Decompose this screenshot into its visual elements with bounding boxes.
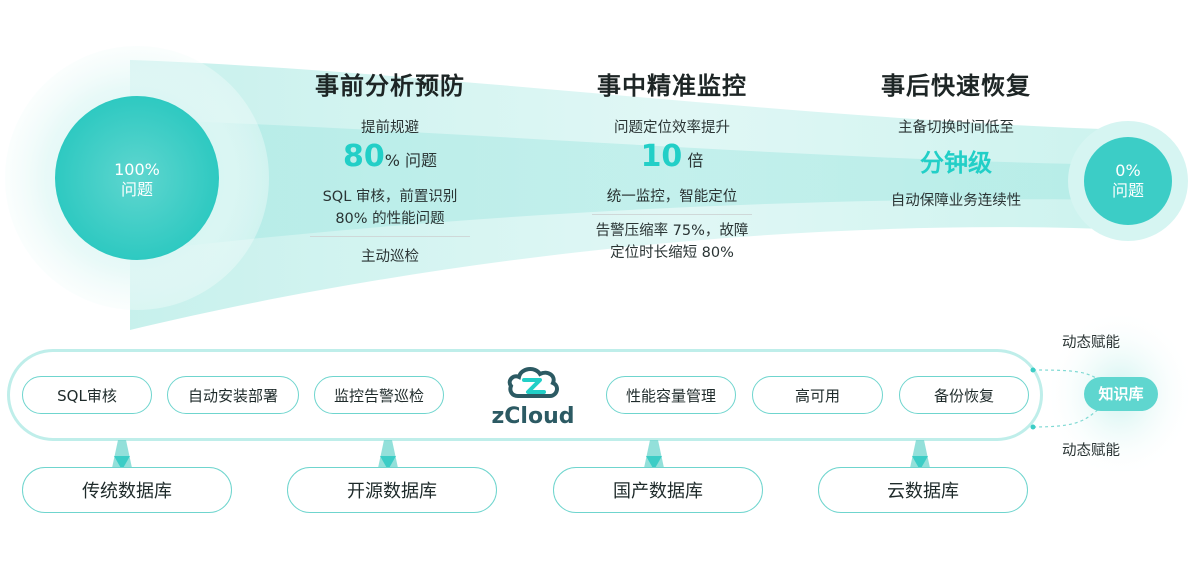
column-title: 事后快速恢复 bbox=[881, 72, 1031, 100]
db-cloud[interactable]: 云数据库 bbox=[818, 467, 1028, 513]
column-desc-line: 主动巡检 bbox=[361, 249, 419, 265]
left-circle-percent: 100% bbox=[114, 160, 160, 179]
knowledge-top-label: 动态赋能 bbox=[1062, 335, 1120, 351]
column-desc-line: 告警压缩率 75%，故障 bbox=[595, 223, 749, 239]
column-subtitle: 问题定位效率提升 bbox=[614, 120, 730, 136]
column-desc-line: 定位时长缩短 80% bbox=[610, 245, 734, 261]
right-circle-label: 问题 bbox=[1111, 181, 1144, 200]
column-subtitle: 主备切换时间低至 bbox=[898, 120, 1014, 136]
left-circle-label: 问题 bbox=[120, 180, 153, 199]
module-performance[interactable]: 性能容量管理 bbox=[606, 376, 736, 414]
highlight-number: 10 bbox=[640, 139, 683, 174]
column-monitoring: 事中精准监控 问题定位效率提升 10 倍 统一监控，智能定位 告警压缩率 75%… bbox=[572, 66, 772, 264]
column-highlight: 10 倍 bbox=[572, 139, 772, 174]
column-prevention: 事前分析预防 提前规避 80% 问题 SQL 审核，前置识别 80% 的性能问题… bbox=[290, 66, 490, 268]
zcloud-logo-text: zCloud bbox=[491, 404, 575, 429]
db-domestic[interactable]: 国产数据库 bbox=[553, 467, 763, 513]
column-desc-line: 80% 的性能问题 bbox=[335, 211, 445, 227]
column-desc-line: 统一监控，智能定位 bbox=[606, 189, 738, 205]
knowledge-base-badge[interactable]: 知识库 bbox=[1084, 377, 1158, 411]
column-title: 事前分析预防 bbox=[315, 72, 465, 100]
column-divider bbox=[592, 214, 752, 215]
right-circle-percent: 0% bbox=[1115, 161, 1141, 180]
highlight-text: 分钟级 bbox=[920, 149, 992, 177]
module-auto-install[interactable]: 自动安装部署 bbox=[167, 376, 299, 414]
zcloud-logo: zCloud bbox=[478, 360, 588, 432]
module-sql-audit[interactable]: SQL审核 bbox=[22, 376, 152, 414]
module-backup-restore[interactable]: 备份恢复 bbox=[899, 376, 1029, 414]
column-recovery: 事后快速恢复 主备切换时间低至 分钟级 自动保障业务连续性 bbox=[856, 66, 1056, 212]
column-subtitle: 提前规避 bbox=[361, 120, 419, 136]
knowledge-bottom-label: 动态赋能 bbox=[1062, 443, 1120, 459]
column-desc-line: SQL 审核，前置识别 bbox=[322, 189, 458, 205]
right-circle: 0% 问题 bbox=[1098, 161, 1158, 201]
column-desc-line: 自动保障业务连续性 bbox=[890, 193, 1022, 209]
db-open-source[interactable]: 开源数据库 bbox=[287, 467, 497, 513]
column-highlight: 80% 问题 bbox=[290, 139, 490, 174]
zcloud-logo-icon bbox=[507, 367, 559, 398]
column-divider bbox=[310, 236, 470, 237]
highlight-suffix: % 问题 bbox=[384, 151, 438, 170]
left-circle: 100% 问题 bbox=[85, 160, 189, 200]
highlight-suffix: 倍 bbox=[687, 151, 704, 170]
module-high-availability[interactable]: 高可用 bbox=[752, 376, 883, 414]
module-monitor-alert[interactable]: 监控告警巡检 bbox=[314, 376, 444, 414]
highlight-number: 80 bbox=[342, 139, 385, 174]
column-title: 事中精准监控 bbox=[597, 72, 747, 100]
db-traditional[interactable]: 传统数据库 bbox=[22, 467, 232, 513]
